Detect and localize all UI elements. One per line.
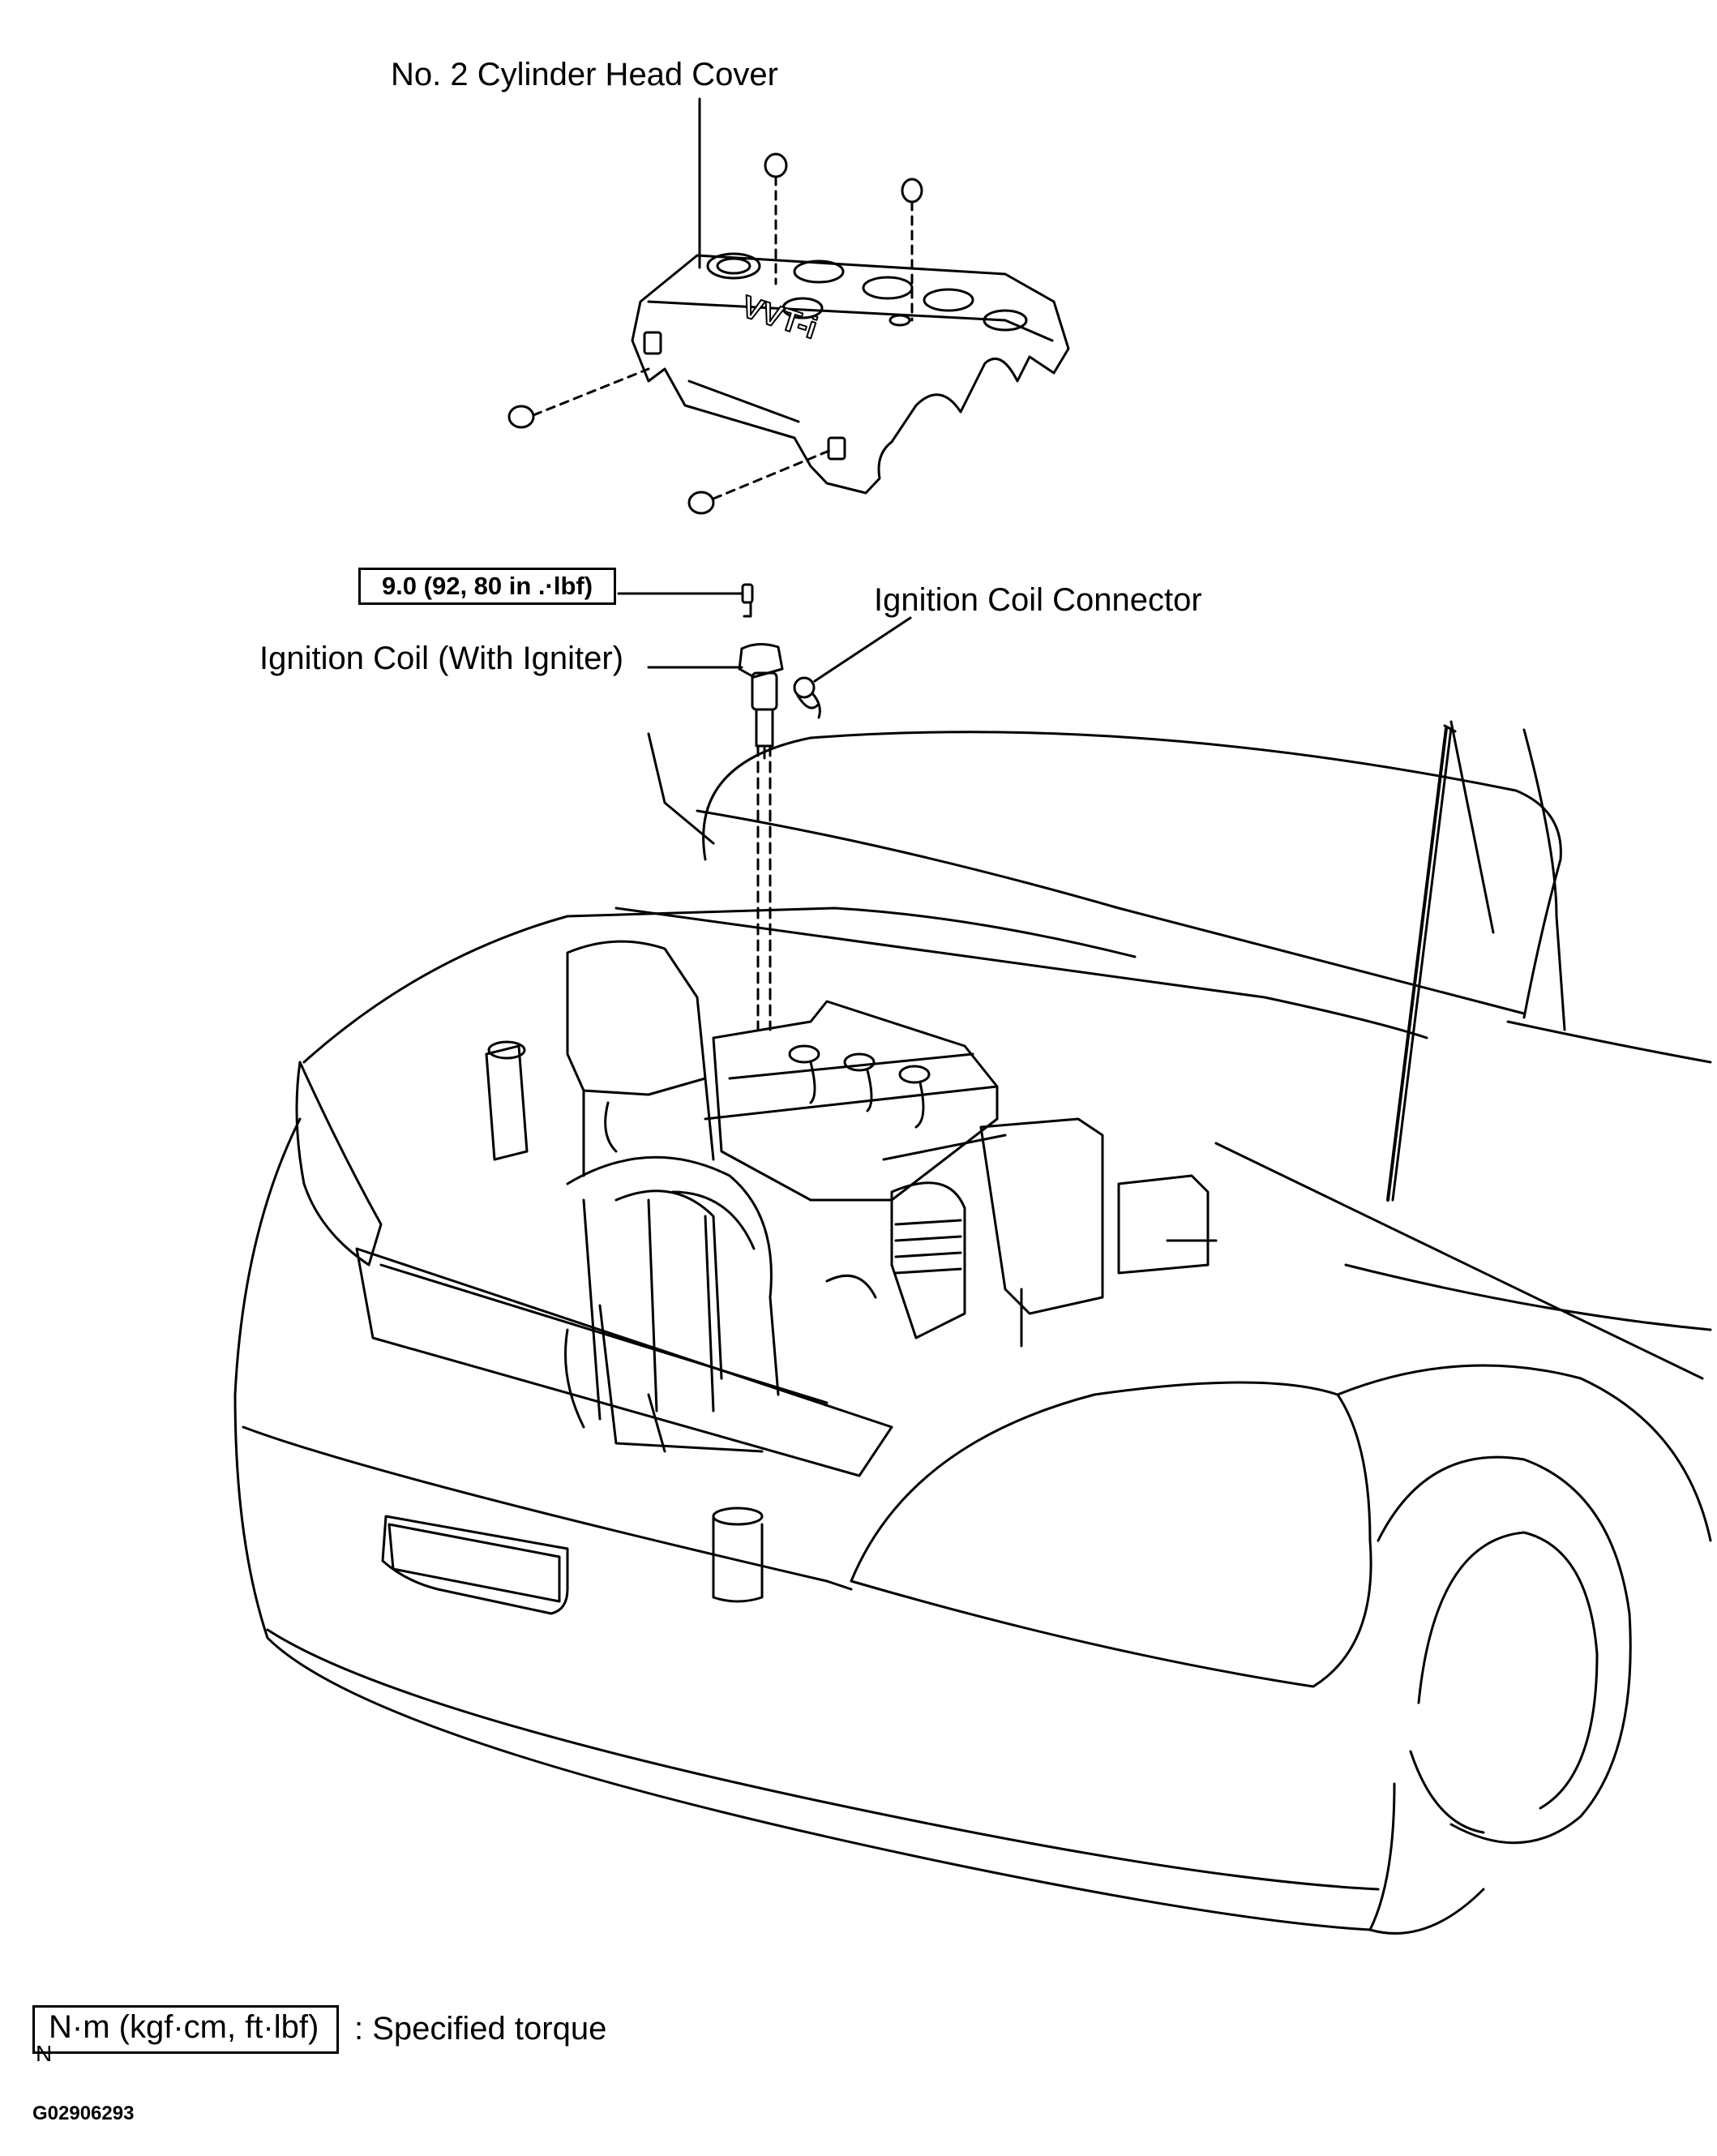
cylinder-head-cover-label: No. 2 Cylinder Head Cover: [391, 57, 778, 92]
figure-id: G02906293: [32, 2102, 135, 2124]
torque-legend-description: : Specified torque: [354, 2011, 607, 2047]
torque-spec-box: 9.0 (92, 80 in .·lbf): [358, 568, 616, 605]
torque-legend-unit: N·m (kgf·cm, ft·lbf): [49, 2009, 319, 2045]
ignition-coil-connector: [793, 676, 821, 719]
ignition-coil-label: Ignition Coil (With Igniter): [259, 641, 624, 676]
cylinder-head-cover: VVT-i: [631, 252, 1070, 495]
ignition-coil-connector-label: Ignition Coil Connector: [874, 582, 1202, 618]
connector-leader: [813, 616, 912, 683]
torque-spec-value: 9.0 (92, 80 in .·lbf): [381, 572, 593, 600]
engine-assembly: [485, 940, 1218, 1603]
vehicle-body: [233, 720, 1712, 1935]
cover-clips: [507, 152, 923, 515]
torque-legend-mark: N: [36, 2041, 53, 2066]
torque-legend-box: [32, 2005, 339, 2054]
ignition-coil: [738, 583, 784, 1031]
